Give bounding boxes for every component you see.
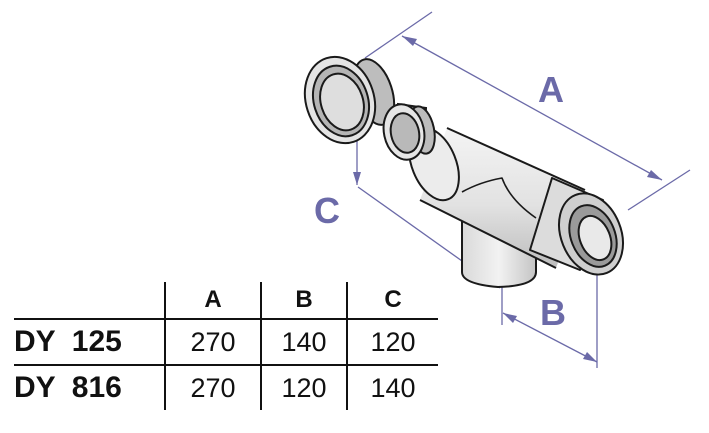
table-row: DY 816 270 120 140 [14, 364, 438, 410]
small-adapter-ring [382, 102, 436, 161]
value-b: 140 [260, 318, 347, 365]
table-row: DY 125 270 140 120 [14, 318, 438, 365]
model-name: DY 125 [14, 318, 165, 365]
dimension-a-line [401, 35, 663, 181]
table-corner-cell [14, 282, 165, 319]
value-c: 140 [346, 364, 438, 410]
dimension-table: A B C DY 125 270 140 120 DY 816 270 120 … [14, 282, 438, 410]
table-header-row: A B C [14, 282, 438, 319]
dimension-b-line [502, 312, 598, 363]
value-b: 120 [260, 364, 347, 410]
dimension-label-a: A [538, 69, 564, 110]
value-a: 270 [164, 364, 261, 410]
value-c: 120 [346, 318, 438, 365]
dimension-label-c: C [314, 190, 340, 231]
dimension-a-extension-right [627, 169, 691, 211]
dimension-a-extension-left [364, 11, 433, 59]
column-header-c: C [346, 282, 438, 319]
model-name: DY 816 [14, 364, 165, 410]
dimension-label-b: B [540, 292, 566, 333]
large-adapter-ring [303, 55, 396, 145]
value-a: 270 [164, 318, 261, 365]
column-header-a: A [164, 282, 261, 319]
column-header-b: B [260, 282, 347, 319]
